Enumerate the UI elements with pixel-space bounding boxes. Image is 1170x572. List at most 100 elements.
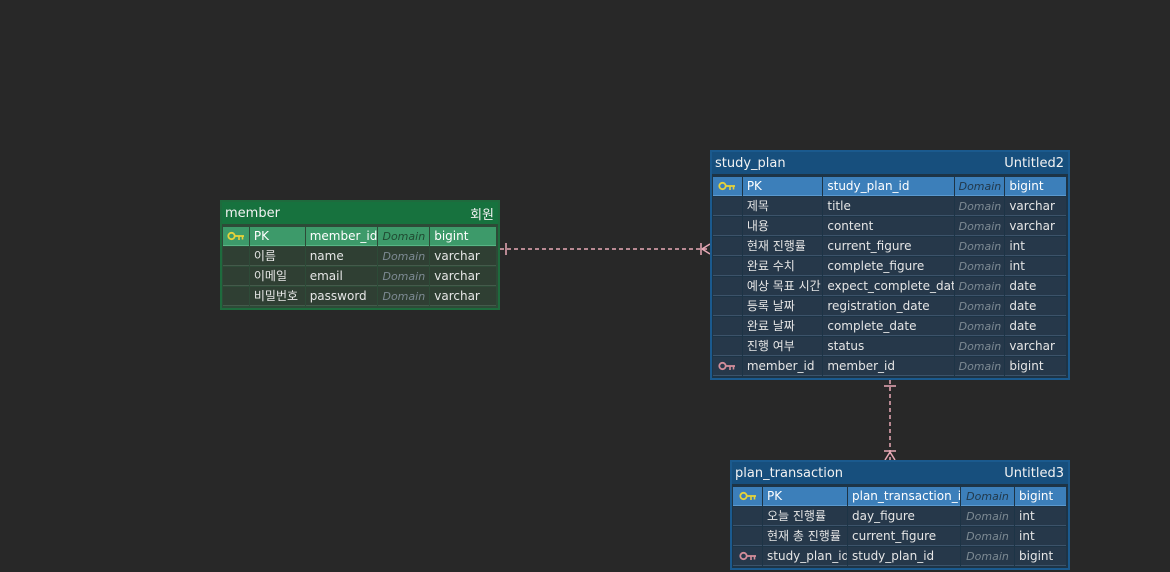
entity-name: member	[225, 205, 280, 221]
entity-comment: Untitled2	[1004, 155, 1064, 171]
column-physical-name: current_figure	[823, 237, 954, 256]
entity-header[interactable]: plan_transaction Untitled3	[732, 462, 1068, 484]
column-physical-name: email	[305, 267, 378, 286]
blank-icon-cell	[713, 337, 742, 356]
column-domain: Domain	[954, 277, 1005, 296]
column-logical-name: 비밀번호	[249, 287, 305, 306]
column-physical-name: content	[823, 217, 954, 236]
column-physical-name: password	[305, 287, 378, 306]
column-data-type: varchar	[430, 247, 496, 266]
column-domain: Domain	[378, 227, 430, 246]
column-physical-name: study_plan_id	[848, 547, 960, 566]
column-physical-name: name	[305, 247, 378, 266]
entity-header[interactable]: study_plan Untitled2	[712, 152, 1068, 174]
blank-icon-cell	[223, 267, 249, 286]
column-logical-name: 진행 여부	[742, 337, 823, 356]
column-logical-name: 완료 수치	[742, 257, 823, 276]
column-data-type: int	[1005, 237, 1066, 256]
blank-icon-cell	[713, 297, 742, 316]
blank-icon-cell	[713, 217, 742, 236]
column-data-type: bigint	[1015, 547, 1066, 566]
column-domain: Domain	[954, 197, 1005, 216]
blank-icon-cell	[713, 277, 742, 296]
column-physical-name: member_id	[305, 227, 378, 246]
column-logical-name: 제목	[742, 197, 823, 216]
column-domain: Domain	[378, 247, 430, 266]
column-logical-name: PK	[249, 227, 305, 246]
blank-icon-cell	[713, 257, 742, 276]
column-physical-name: current_figure	[848, 527, 960, 546]
entity-comment: 회원	[470, 207, 494, 223]
column-logical-name: 이름	[249, 247, 305, 266]
column-domain: Domain	[954, 217, 1005, 236]
foreign-key-icon	[713, 357, 742, 376]
primary-key-icon	[223, 227, 249, 246]
column-data-type: varchar	[1005, 197, 1066, 216]
entity-header[interactable]: member 회원	[222, 202, 498, 224]
column-logical-name: PK	[742, 177, 823, 196]
column-physical-name: expect_complete_date	[823, 277, 954, 296]
blank-icon-cell	[733, 507, 762, 526]
blank-icon-cell	[223, 287, 249, 306]
column-physical-name: study_plan_id	[823, 177, 954, 196]
column-domain: Domain	[954, 337, 1005, 356]
column-logical-name: 현재 진행률	[742, 237, 823, 256]
column-domain: Domain	[954, 257, 1005, 276]
primary-key-icon	[733, 487, 762, 506]
column-domain: Domain	[378, 267, 430, 286]
column-domain: Domain	[961, 547, 1014, 566]
entity-name: plan_transaction	[735, 465, 844, 481]
primary-key-icon	[713, 177, 742, 196]
column-physical-name: complete_figure	[823, 257, 954, 276]
column-domain: Domain	[961, 507, 1014, 526]
relationship-study-plan-plan-transaction[interactable]	[884, 380, 896, 461]
column-logical-name: 예상 목표 시간	[742, 277, 823, 296]
column-data-type: bigint	[430, 227, 496, 246]
column-domain: Domain	[961, 487, 1014, 506]
column-data-type: varchar	[430, 267, 496, 286]
column-data-type: varchar	[1005, 217, 1066, 236]
column-logical-name: PK	[763, 487, 847, 506]
blank-icon-cell	[713, 237, 742, 256]
column-logical-name: member_id	[742, 357, 823, 376]
relationship-member-study-plan[interactable]	[500, 243, 711, 255]
blank-icon-cell	[733, 527, 762, 546]
column-data-type: int	[1005, 257, 1066, 276]
column-domain: Domain	[954, 297, 1005, 316]
column-physical-name: plan_transaction_id	[848, 487, 960, 506]
column-data-type: varchar	[430, 287, 496, 306]
column-domain: Domain	[954, 357, 1005, 376]
blank-icon-cell	[713, 317, 742, 336]
column-domain: Domain	[378, 287, 430, 306]
column-data-type: int	[1015, 507, 1066, 526]
column-data-type: date	[1005, 317, 1066, 336]
column-logical-name: 등록 날짜	[742, 297, 823, 316]
column-physical-name: status	[823, 337, 954, 356]
entity-name: study_plan	[715, 155, 786, 171]
column-logical-name: 오늘 진행률	[763, 507, 847, 526]
column-data-type: date	[1005, 297, 1066, 316]
